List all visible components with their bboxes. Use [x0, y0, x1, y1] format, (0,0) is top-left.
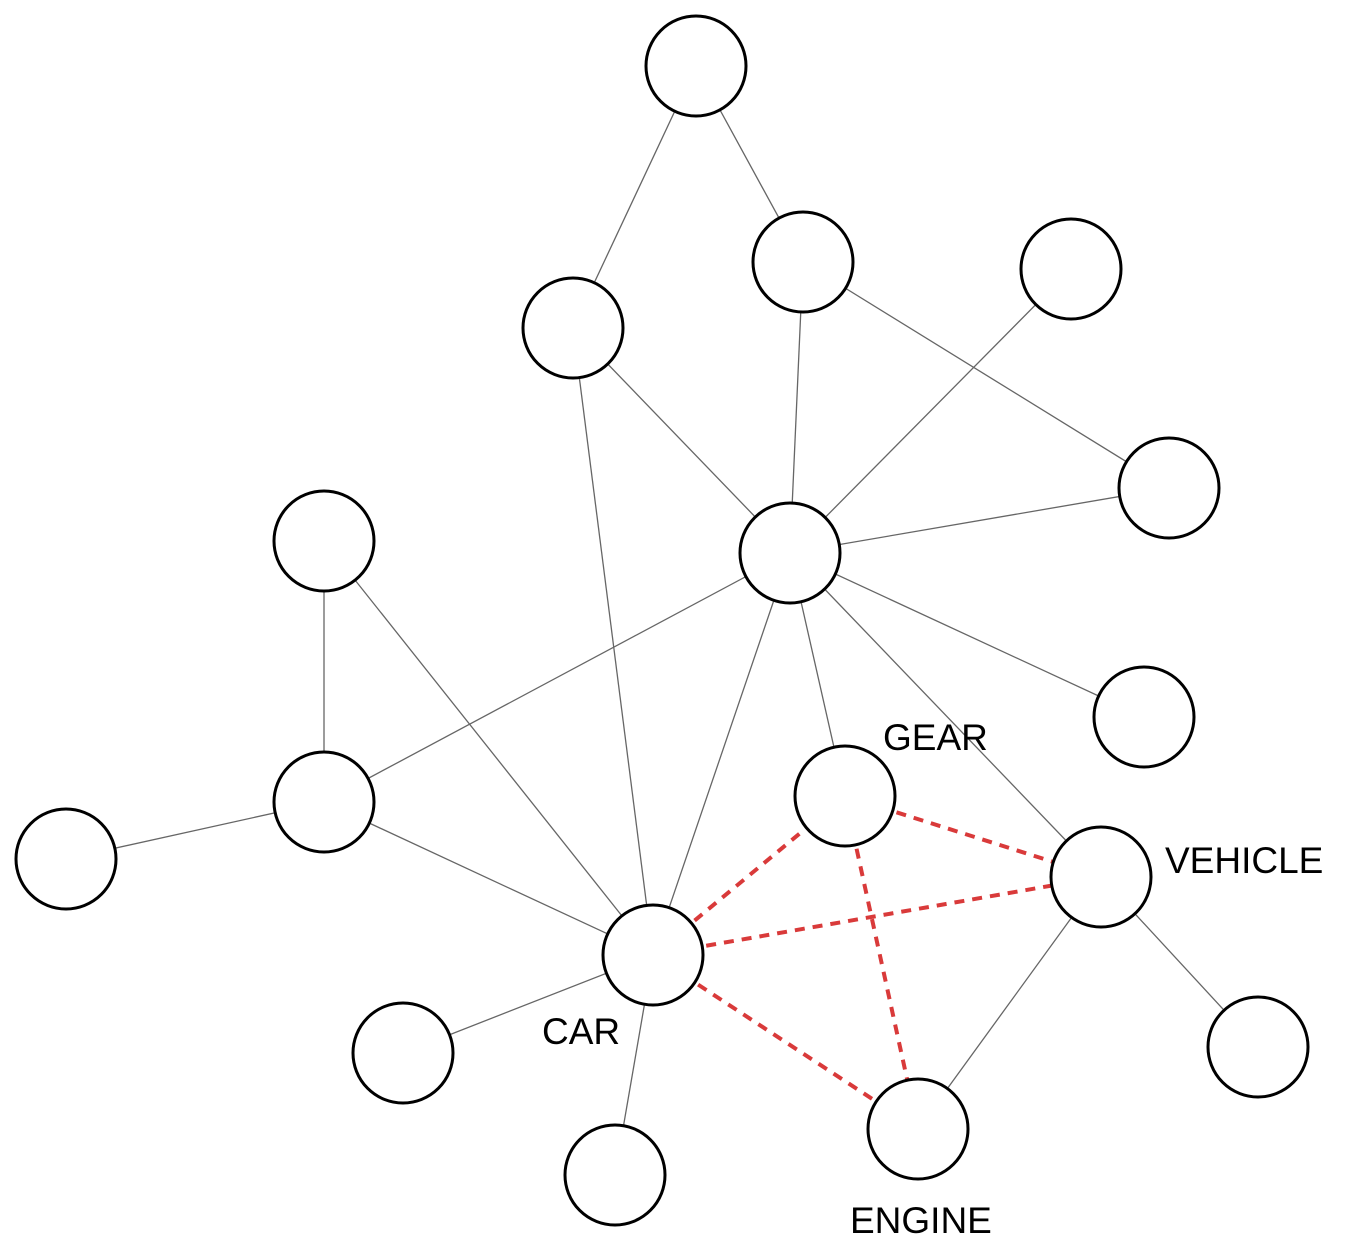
node-n-left-hub: [272, 750, 376, 854]
node-n-top: [644, 14, 748, 118]
node-n-left-top: [272, 489, 376, 593]
node-vehicle: [1049, 825, 1153, 929]
edge-n-upper-left-n-hub: [572, 327, 791, 554]
edge-vehicle-engine: [917, 876, 1102, 1130]
edge-n-upper-right-n-hub: [789, 268, 1072, 554]
node-n-hub: [738, 501, 842, 605]
node-n-far-left: [14, 807, 118, 911]
node-n-bottom-left: [351, 1001, 455, 1105]
edge-gear-engine-highlight: [843, 795, 920, 1130]
edge-n-hub-vehicle: [789, 552, 1102, 878]
edge-n-upper-left-car: [572, 327, 654, 956]
node-n-right: [1117, 436, 1221, 540]
edge-car-vehicle-highlight: [652, 875, 1102, 957]
node-n-upper-right: [1019, 217, 1123, 321]
edge-n-upper-mid-n-right: [802, 261, 1170, 489]
node-label-vehicle: VEHICLE: [1165, 840, 1323, 881]
node-n-bottom-right: [1206, 995, 1310, 1099]
label-layer: GEAR VEHICLE CAR ENGINE: [542, 717, 1323, 1241]
edge-n-right-n-hub: [789, 487, 1170, 554]
edge-n-hub-car: [652, 552, 791, 956]
node-gear: [793, 744, 897, 848]
node-n-bottom: [563, 1123, 667, 1227]
node-label-engine: ENGINE: [850, 1200, 992, 1241]
edge-n-hub-n-right-low: [789, 552, 1145, 718]
node-n-upper-left: [521, 276, 625, 380]
edge-n-left-hub-car: [323, 801, 654, 956]
node-n-right-low: [1092, 665, 1196, 769]
node-car: [601, 903, 705, 1007]
node-layer: [14, 14, 1310, 1227]
edge-n-hub-n-left-hub: [323, 552, 791, 803]
edge-n-left-top-car: [323, 540, 654, 956]
node-label-gear: GEAR: [883, 717, 988, 758]
node-label-car: CAR: [542, 1011, 620, 1052]
node-n-upper-mid: [751, 210, 855, 314]
node-engine: [866, 1077, 970, 1181]
